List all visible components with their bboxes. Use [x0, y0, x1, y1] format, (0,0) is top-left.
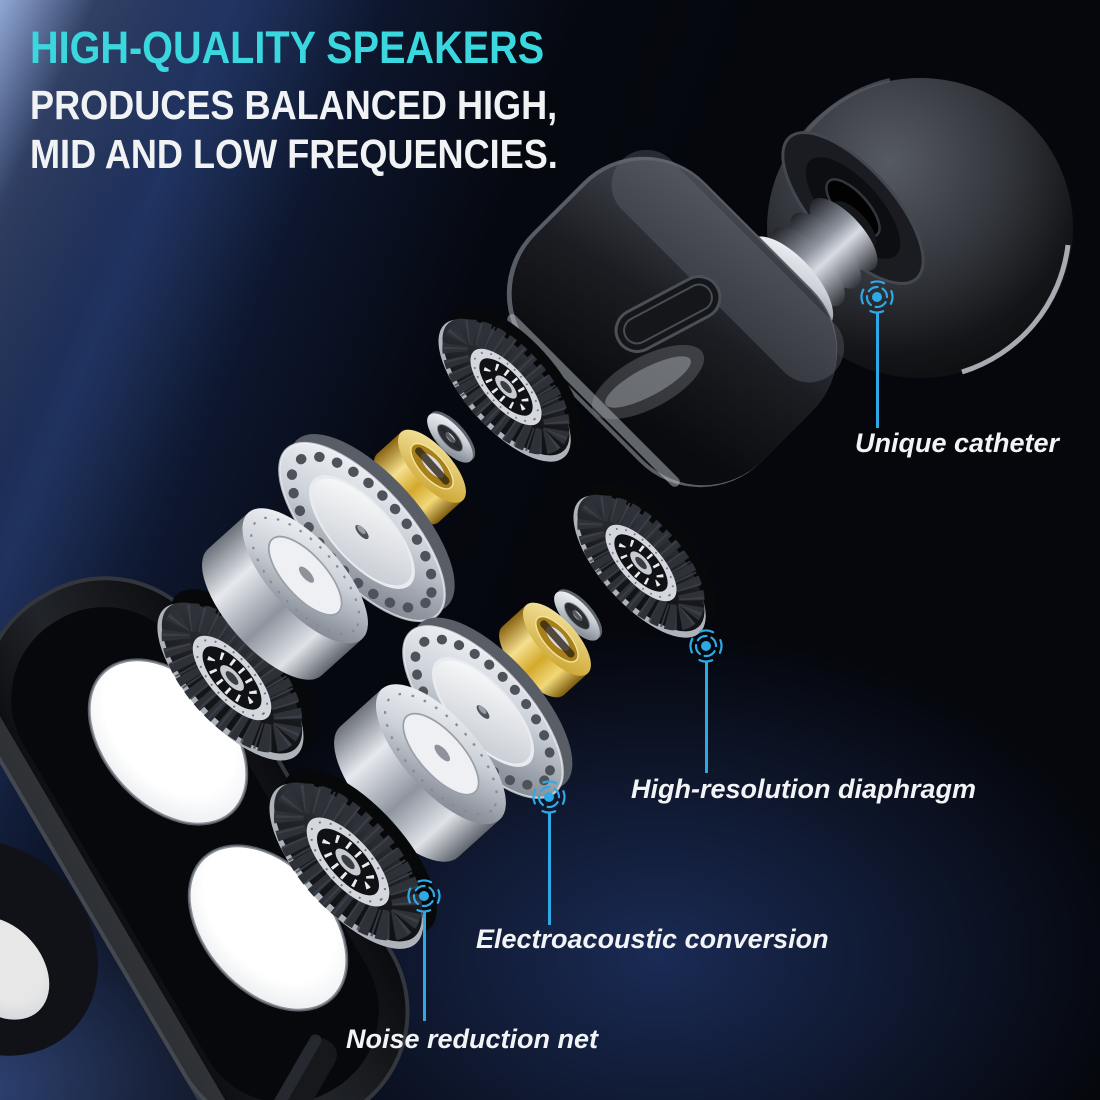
second-earbud-partial: [0, 840, 98, 1056]
target-marker-icon: [407, 879, 441, 913]
page-title: HIGH-QUALITY SPEAKERS: [30, 22, 545, 73]
annotation-label: High-resolution diaphragm: [631, 774, 977, 804]
earbud-housing: [506, 149, 845, 488]
housing-vent-slot: [614, 275, 722, 353]
annotation-pointer-line: [704, 661, 708, 773]
title-block: HIGH-QUALITY SPEAKERS PRODUCES BALANCED …: [30, 24, 558, 179]
annotation-label: Noise reduction net: [346, 1024, 599, 1054]
target-marker-icon: [689, 629, 723, 663]
target-marker-icon: [860, 280, 894, 314]
housing-gloss: [591, 344, 705, 420]
annotation-pointer-line: [547, 812, 551, 925]
subtitle-line-1: PRODUCES BALANCED HIGH,: [30, 82, 558, 129]
annotation-pointer-line: [875, 312, 879, 428]
annotation-pointer-line: [422, 911, 426, 1021]
inner-shell: [0, 576, 410, 1100]
subtitle-line-2: MID AND LOW FREQUENCIES.: [30, 131, 558, 178]
annotation-label: Electroacoustic conversion: [476, 924, 829, 954]
target-marker-icon: [532, 780, 566, 814]
cable-stub: [245, 1034, 337, 1100]
annotation-label: Unique catheter: [855, 428, 1060, 458]
